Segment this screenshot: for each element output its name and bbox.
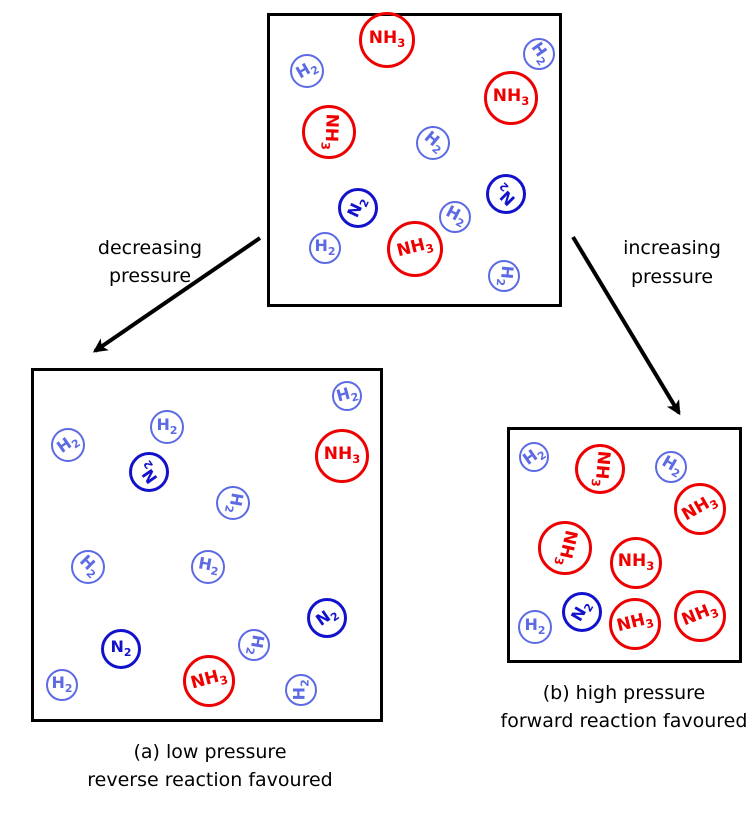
- molecule-NH3: NH3: [674, 483, 726, 535]
- molecule-NH3: NH3: [538, 521, 592, 575]
- molecule-NH3: NH3: [302, 105, 356, 159]
- molecule-formula: N2: [566, 601, 596, 625]
- molecule-formula: H2: [524, 615, 546, 637]
- molecule-formula: N2: [137, 457, 161, 488]
- molecule-H2: H2: [150, 410, 184, 444]
- molecule-NH3: NH3: [674, 590, 726, 642]
- molecule-formula: NH3: [678, 601, 721, 631]
- molecule-H2: H2: [518, 610, 552, 644]
- molecule-H2: H2: [51, 428, 85, 462]
- molecule-NH3: NH3: [609, 598, 661, 650]
- caption-low-pressure-line1: (a) low pressure: [133, 741, 287, 763]
- molecule-H2: H2: [216, 486, 250, 520]
- molecule-formula: H2: [493, 264, 517, 287]
- molecule-H2: H2: [191, 550, 225, 584]
- molecule-formula: H2: [75, 551, 99, 582]
- molecule-formula: H2: [420, 127, 443, 158]
- decreasing-pressure-label-line2: pressure: [108, 265, 192, 287]
- molecule-formula: H2: [333, 383, 360, 406]
- decreasing-pressure-label: decreasing pressure: [98, 234, 202, 290]
- molecule-formula: NH3: [188, 666, 230, 694]
- molecule-formula: NH3: [550, 528, 581, 567]
- molecule-formula: H2: [442, 201, 466, 231]
- molecule-NH3: NH3: [359, 12, 415, 68]
- increasing-pressure-label-line1: increasing: [623, 237, 721, 259]
- molecule-NH3: NH3: [387, 221, 443, 277]
- molecule-NH3: NH3: [183, 655, 235, 707]
- molecule-formula: NH3: [617, 551, 655, 574]
- molecule-formula: H2: [196, 553, 219, 579]
- molecule-formula: NH3: [678, 493, 721, 526]
- molecule-H2: H2: [309, 232, 341, 264]
- molecule-formula: H2: [289, 679, 311, 701]
- molecule-formula: H2: [292, 59, 322, 83]
- molecule-formula: H2: [52, 433, 83, 457]
- molecule-formula: NH3: [394, 235, 436, 262]
- molecule-N2: N2: [486, 174, 526, 214]
- molecule-formula: H2: [658, 451, 682, 481]
- molecule-formula: H2: [51, 673, 73, 695]
- molecule-formula: H2: [518, 445, 549, 469]
- molecule-formula: NH3: [588, 450, 614, 488]
- molecule-H2: H2: [655, 451, 687, 483]
- decreasing-pressure-label-line1: decreasing: [97, 237, 203, 259]
- molecule-formula: NH3: [614, 610, 656, 637]
- molecule-formula: NH3: [492, 86, 530, 109]
- molecule-H2: H2: [71, 550, 105, 584]
- molecule-N2: N2: [562, 592, 602, 632]
- caption-high-pressure-line1: (b) high pressure: [542, 682, 706, 704]
- molecule-formula: NH3: [368, 28, 406, 51]
- molecule-NH3: NH3: [610, 537, 662, 589]
- molecule-N2: N2: [129, 452, 169, 492]
- molecule-H2: H2: [523, 38, 555, 70]
- increasing-pressure-label-line2: pressure: [630, 266, 714, 288]
- molecule-formula: H2: [221, 491, 247, 514]
- molecule-NH3: NH3: [575, 444, 625, 494]
- caption-low-pressure: (a) low pressure reverse reaction favour…: [87, 738, 332, 794]
- molecule-H2: H2: [416, 126, 450, 160]
- equilibrium-box: [267, 13, 562, 307]
- caption-low-pressure-line2: reverse reaction favoured: [87, 769, 333, 791]
- molecule-formula: N2: [311, 606, 342, 630]
- molecule-formula: NH3: [323, 444, 361, 467]
- molecule-H2: H2: [238, 629, 270, 661]
- molecule-formula: H2: [156, 415, 178, 437]
- increasing-pressure-label: increasing pressure: [623, 234, 721, 292]
- molecule-H2: H2: [488, 260, 520, 292]
- molecule-NH3: NH3: [315, 429, 369, 483]
- molecule-N2: N2: [338, 188, 378, 228]
- molecule-formula: H2: [242, 633, 268, 656]
- molecule-H2: H2: [439, 201, 471, 233]
- molecule-formula: NH3: [318, 113, 342, 151]
- molecule-H2: H2: [46, 669, 78, 701]
- molecule-H2: H2: [290, 54, 324, 88]
- low-pressure-box: [31, 368, 383, 722]
- molecule-N2: N2: [307, 598, 347, 638]
- molecule-N2: N2: [101, 629, 141, 669]
- molecule-H2: H2: [332, 381, 362, 411]
- molecule-H2: H2: [285, 674, 317, 706]
- molecule-formula: N2: [110, 637, 132, 659]
- molecule-H2: H2: [519, 442, 549, 472]
- molecule-formula: N2: [495, 179, 519, 210]
- molecule-NH3: NH3: [484, 71, 538, 125]
- molecule-formula: H2: [527, 38, 551, 69]
- molecule-formula: H2: [314, 236, 336, 258]
- molecule-formula: N2: [342, 197, 372, 221]
- caption-high-pressure-line2: forward reaction favoured: [500, 710, 748, 732]
- high-pressure-box: [507, 427, 742, 663]
- caption-high-pressure: (b) high pressure forward reaction favou…: [501, 679, 748, 735]
